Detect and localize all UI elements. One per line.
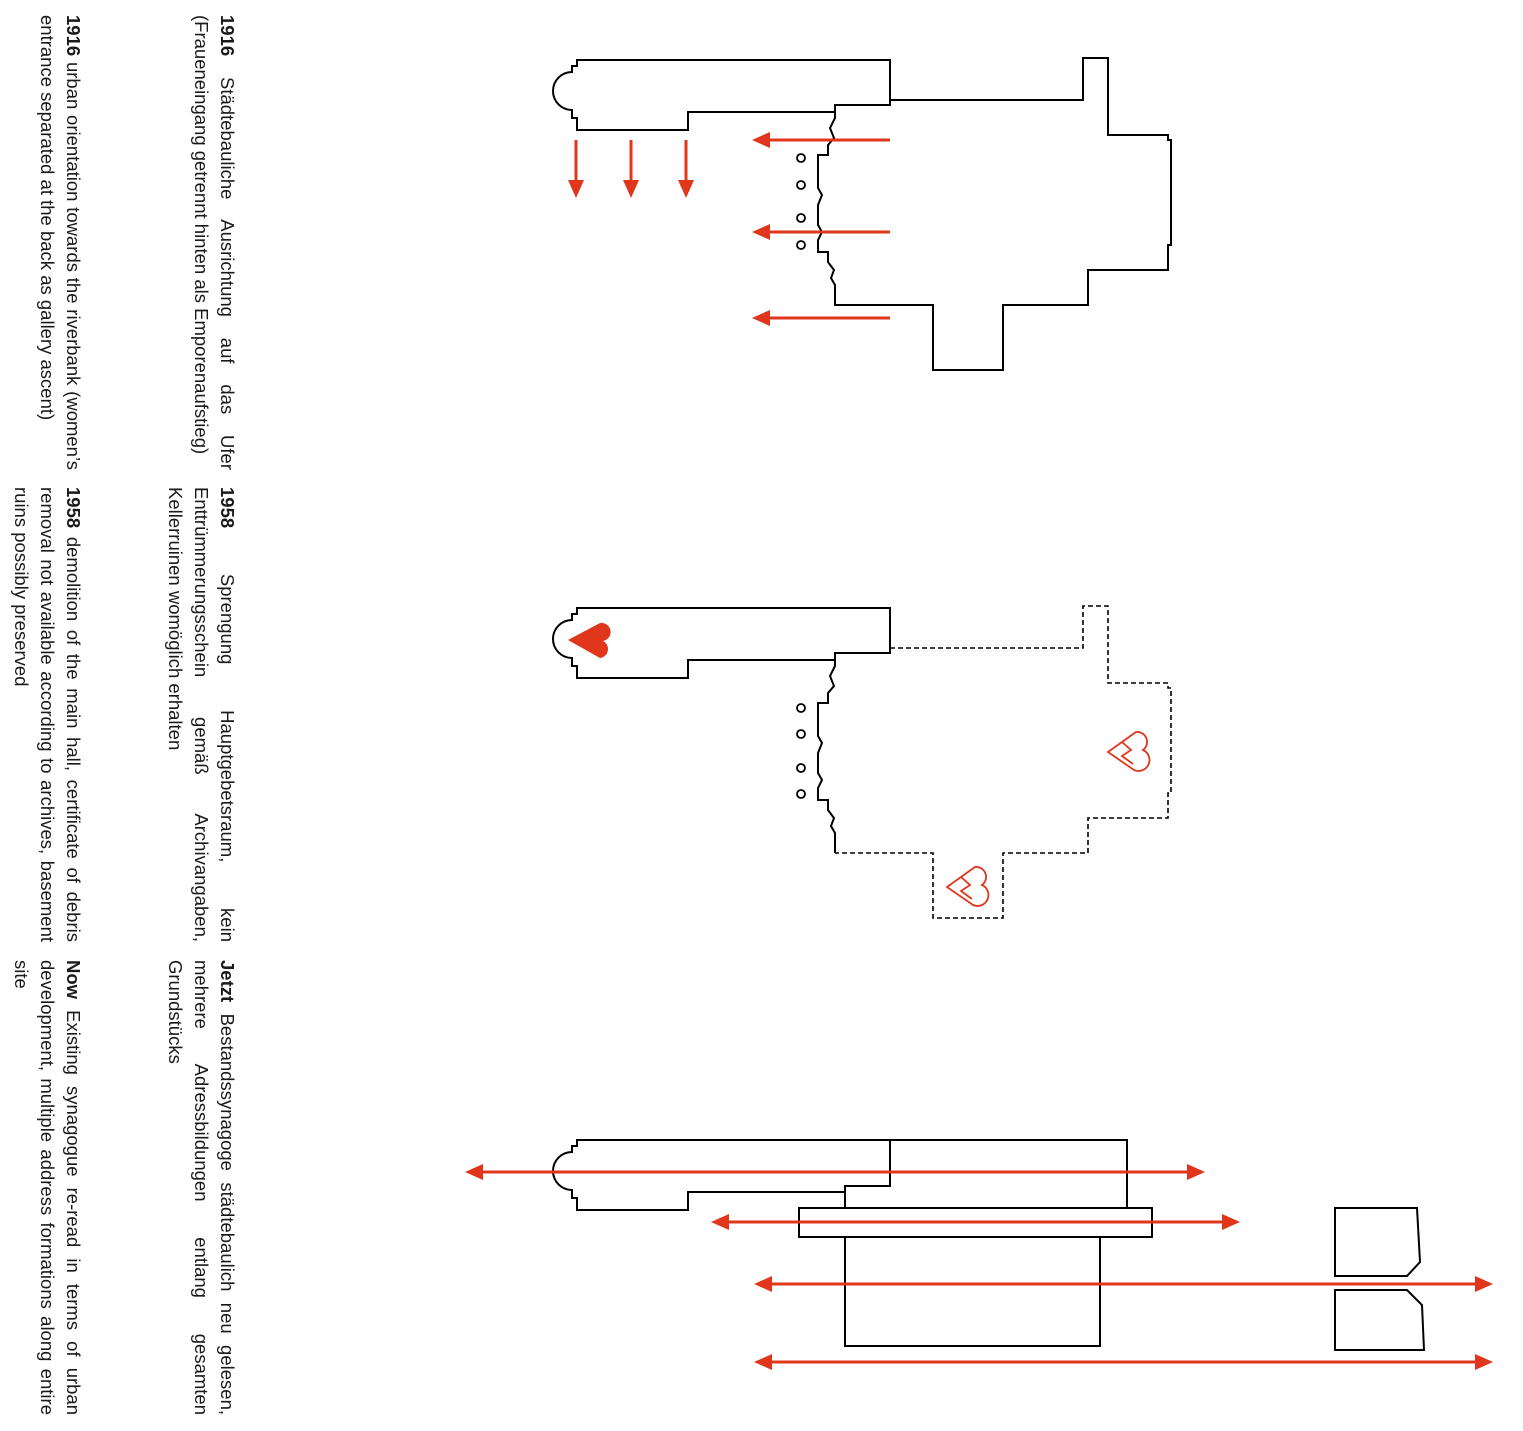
block-outline (890, 1139, 1128, 1208)
caption-1958-de: 1958 Sprengung Hauptgebetsraum, kein Ent… (165, 487, 238, 942)
plan-1916 (552, 57, 1172, 371)
broken-heart-icon (1106, 731, 1151, 772)
caption-now-de: Jetzt Bestandssynagoge städtebaulich neu… (165, 960, 238, 1416)
annex-building (1334, 1289, 1426, 1351)
broken-heart-icon (945, 866, 990, 907)
caption-1916-en: 1916 urban orientation towards the river… (37, 15, 84, 470)
main-block (844, 1236, 1101, 1347)
annex-building (1334, 1207, 1422, 1277)
caption-1958-en: 1958 demolition of the main hall, certif… (11, 487, 84, 942)
wing-outline (552, 1139, 891, 1211)
wing-outline (552, 607, 891, 679)
caption-now-en: Now Existing synagogue re-read in terms … (11, 960, 84, 1416)
wing-outline (552, 59, 891, 131)
double-arrow-icon (465, 1164, 1493, 1370)
arrow-icon (568, 132, 890, 326)
column-icon (796, 153, 806, 250)
heart-icon (568, 622, 611, 658)
plan-1958 (552, 605, 1172, 919)
main-hall-outline (817, 57, 1172, 371)
caption-1916-de: 1916 Städtebauliche Ausrichtung auf das … (191, 15, 238, 470)
column-icon (796, 703, 806, 799)
basement-edge (817, 653, 836, 853)
